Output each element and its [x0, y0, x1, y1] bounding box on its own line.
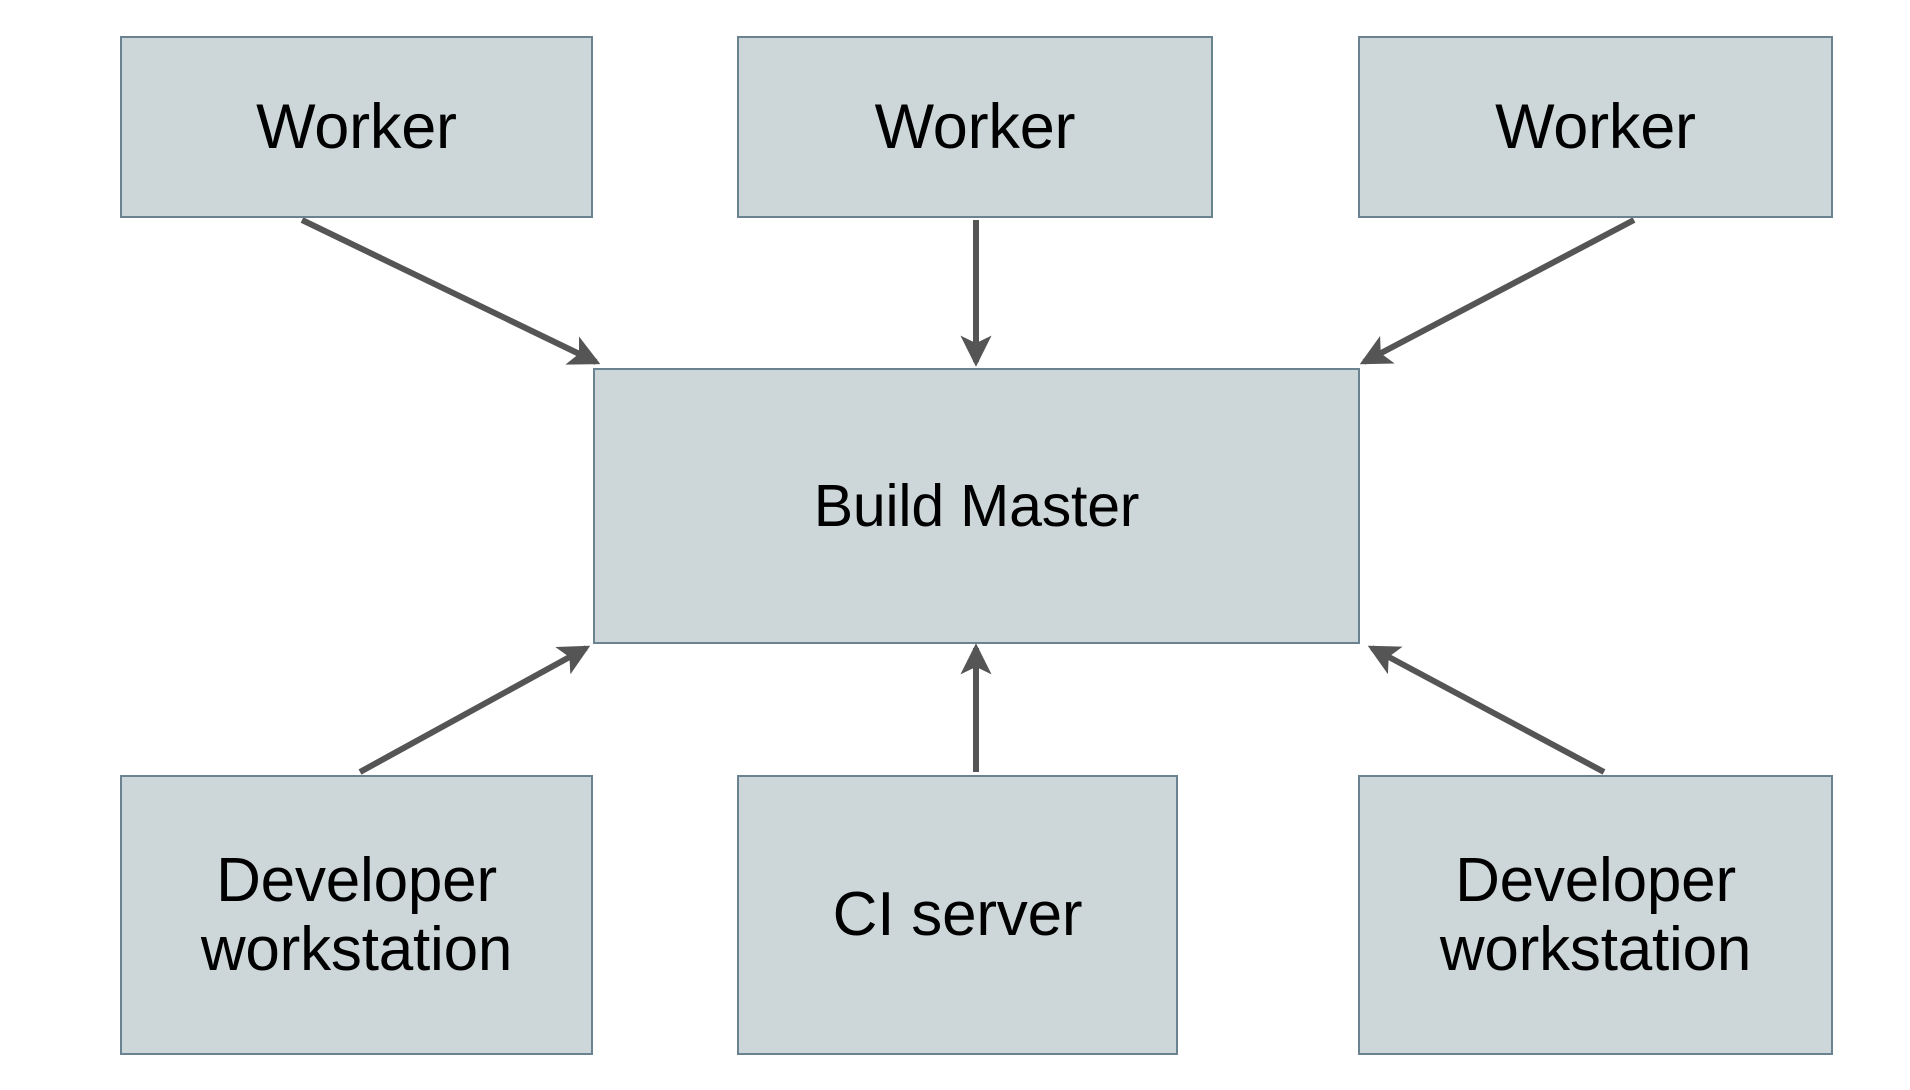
node-worker-1-label: Worker	[256, 91, 457, 162]
node-developer-workstation-1[interactable]: Developer workstation	[120, 775, 593, 1055]
node-worker-2[interactable]: Worker	[737, 36, 1213, 218]
node-worker-1[interactable]: Worker	[120, 36, 593, 218]
edge-dev-workstation-2-to-build-master	[1367, 645, 1606, 775]
node-developer-workstation-2-label: Developer workstation	[1439, 845, 1752, 984]
node-build-master-label: Build Master	[813, 472, 1140, 539]
node-worker-2-label: Worker	[874, 91, 1076, 162]
edge-dev-workstation-1-to-build-master	[358, 645, 591, 775]
node-worker-3[interactable]: Worker	[1358, 36, 1833, 218]
edge-worker-3-to-build-master	[1359, 217, 1636, 365]
node-ci-server[interactable]: CI server	[737, 775, 1178, 1055]
node-build-master[interactable]: Build Master	[593, 368, 1360, 644]
node-developer-workstation-2[interactable]: Developer workstation	[1358, 775, 1833, 1055]
node-worker-3-label: Worker	[1495, 91, 1696, 162]
node-ci-server-label: CI server	[832, 880, 1083, 950]
edge-worker-1-to-build-master	[300, 217, 601, 365]
node-developer-workstation-1-label: Developer workstation	[200, 845, 513, 984]
